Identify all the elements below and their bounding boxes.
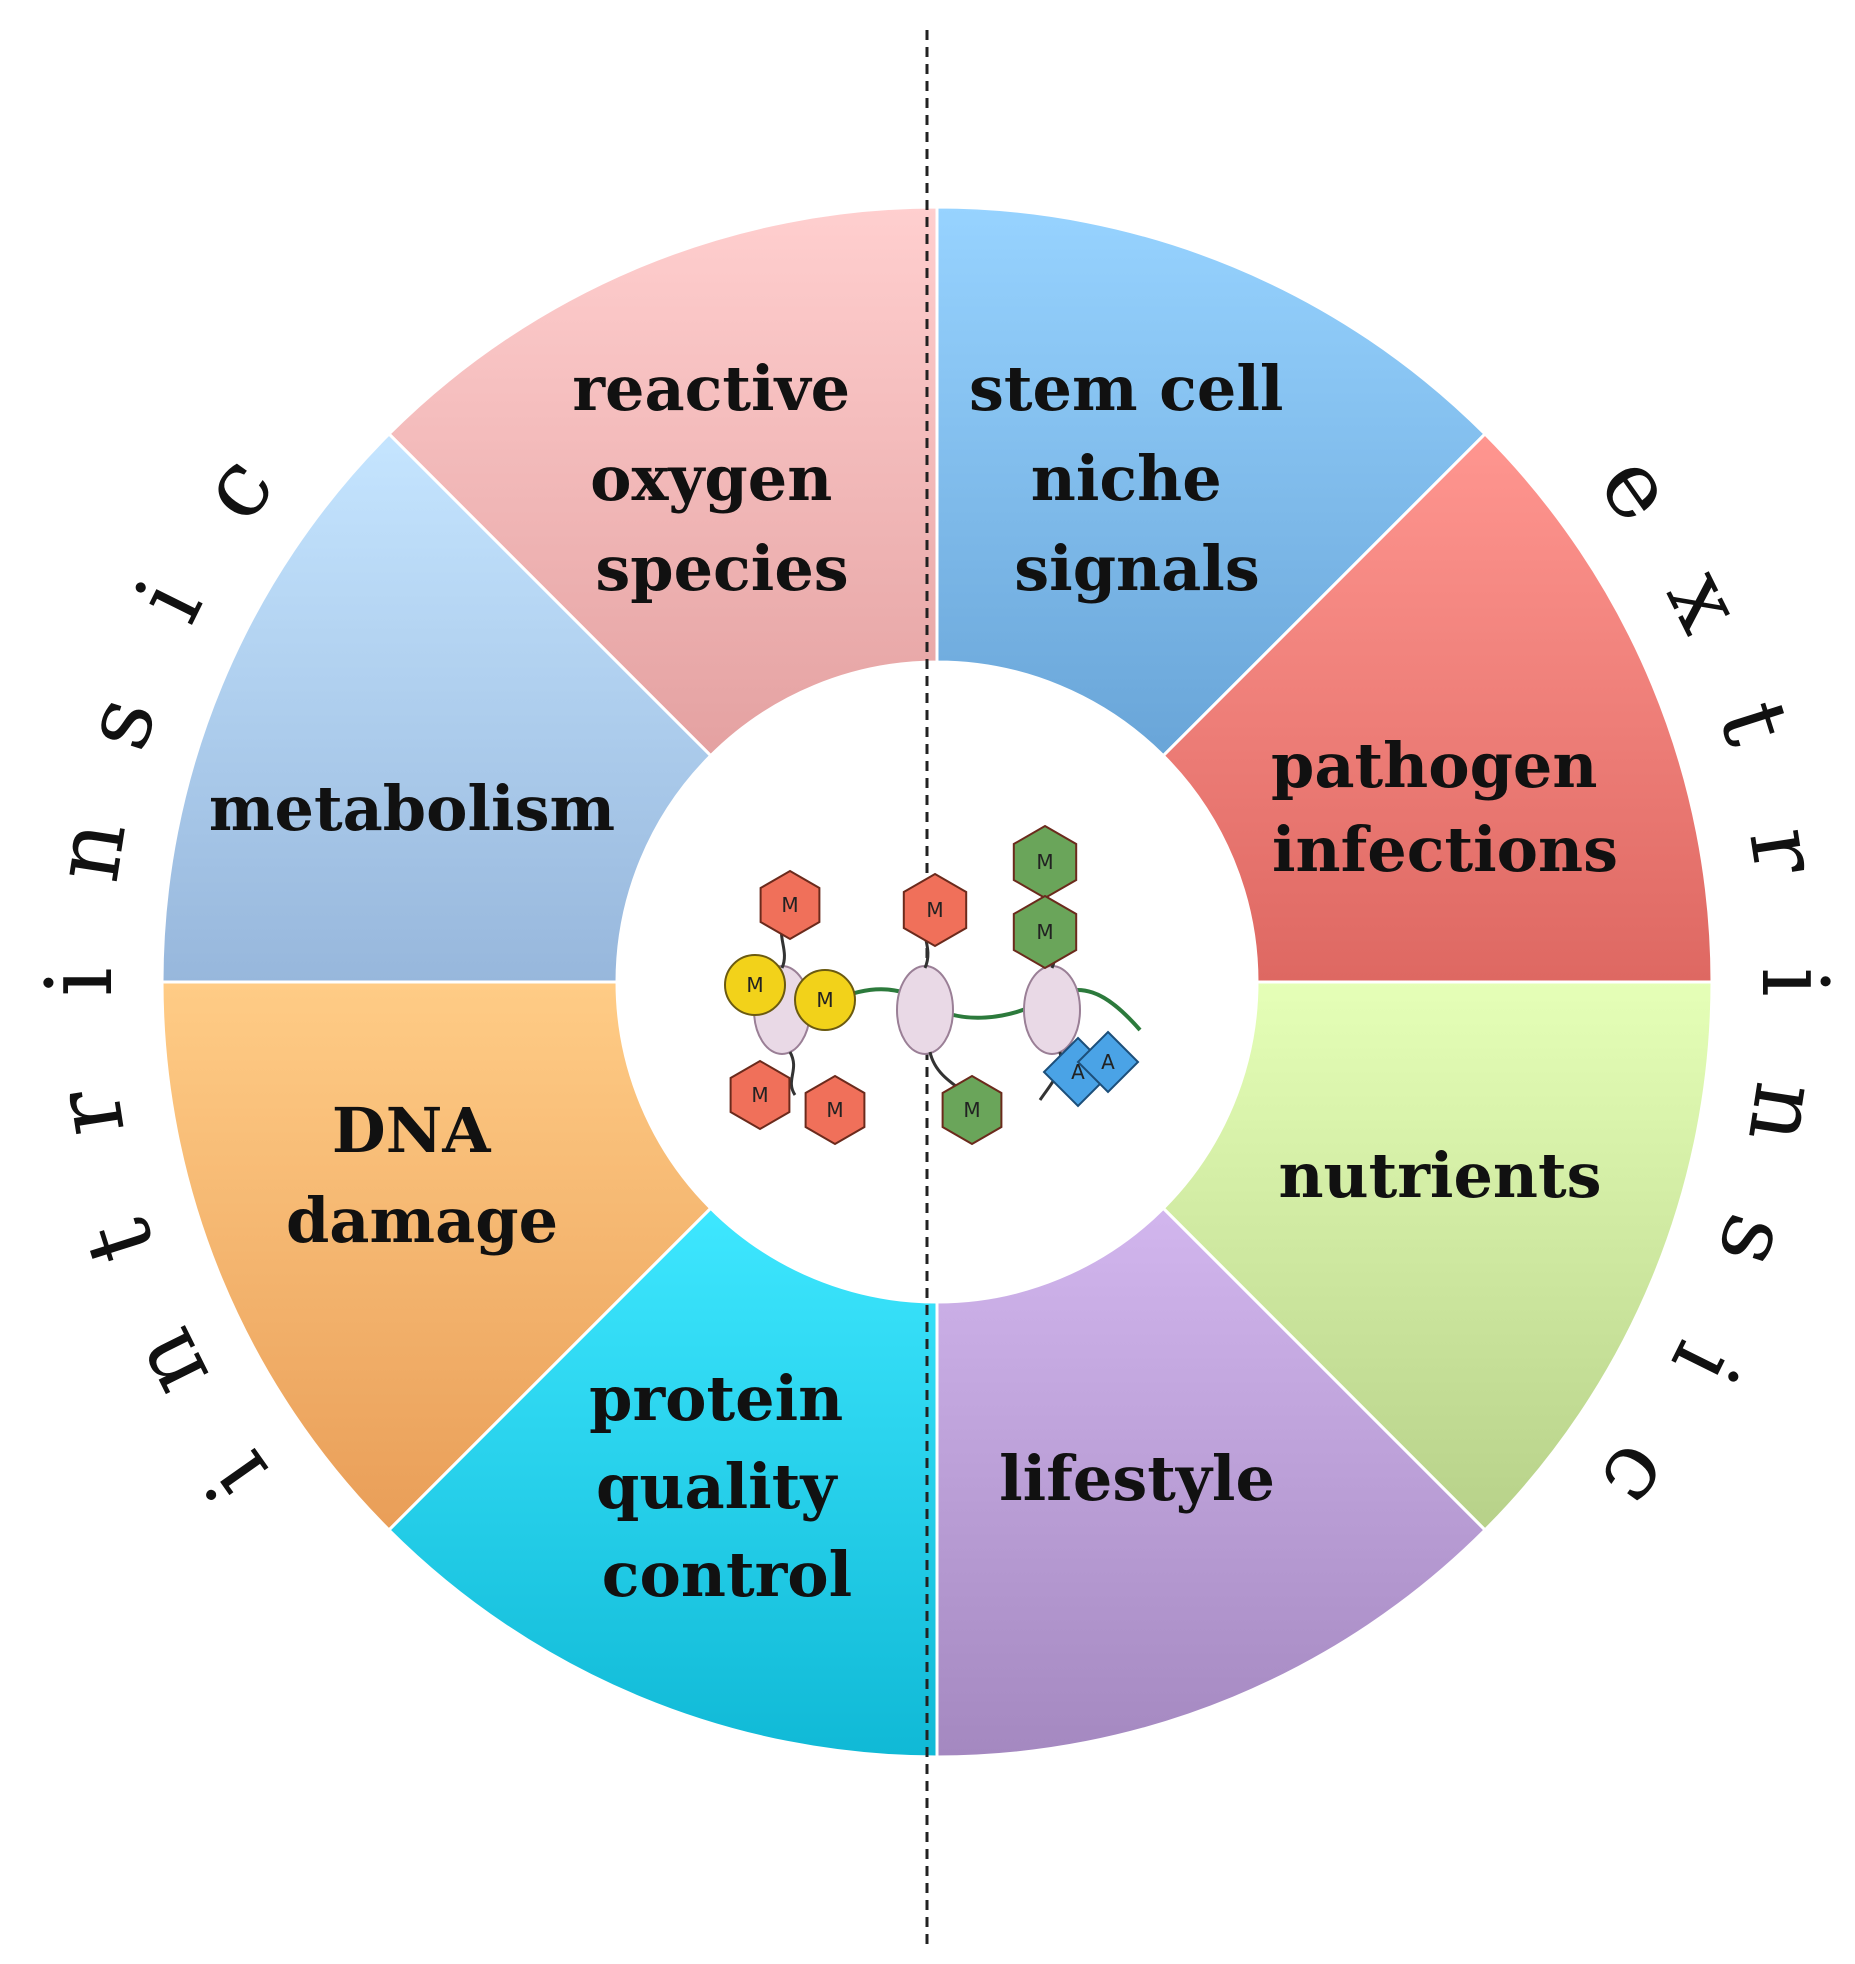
nucleosome xyxy=(1023,965,1081,1055)
segment-label-protein-quality-control: protein quality control xyxy=(589,1362,865,1611)
side-letter: n xyxy=(108,1313,230,1414)
side-letter: r xyxy=(1728,821,1840,881)
methyl-mark: M xyxy=(1012,894,1078,970)
segment-label-dna-damage: DNA damage xyxy=(286,1094,558,1257)
methyl-mark: M xyxy=(902,872,968,948)
side-letter: n xyxy=(1727,1076,1842,1151)
side-letter: r xyxy=(33,1083,145,1143)
mark-label: M xyxy=(751,1083,768,1107)
mark-label: M xyxy=(826,1098,843,1122)
mark-label: M xyxy=(926,898,943,922)
acetyl-mark: A xyxy=(1076,1030,1140,1094)
side-letter: c xyxy=(1579,1424,1696,1528)
methyl-mark: M xyxy=(724,954,786,1016)
side-letter: t xyxy=(63,1207,176,1275)
segment-label-stem-cell-niche-signals: stem cell niche signals xyxy=(969,352,1305,605)
mark-label: M xyxy=(1036,920,1053,944)
side-letter: n xyxy=(32,813,147,888)
side-letter: i xyxy=(1651,1326,1760,1400)
methyl-mark: M xyxy=(794,969,856,1031)
side-letter: c xyxy=(178,436,295,540)
segment-label-reactive-oxygen-species: reactive oxygen species xyxy=(572,352,871,605)
side-letter: i xyxy=(184,1434,288,1520)
segments-layer xyxy=(160,205,1714,1759)
histone-tail xyxy=(788,1051,797,1096)
side-letter: x xyxy=(1646,554,1765,648)
side-letter: e xyxy=(1578,435,1697,541)
methyl-mark: M xyxy=(759,869,821,941)
side-letter: s xyxy=(1696,1203,1812,1280)
segment-label-pathogen-infections: pathogen infections xyxy=(1271,729,1619,886)
segment-labels: reactive oxygen species metabolism DNA d… xyxy=(209,352,1619,1611)
side-letter: i xyxy=(114,564,223,638)
side-letter: t xyxy=(1698,689,1811,757)
mark-label: M xyxy=(781,893,798,917)
mark-label: M xyxy=(1036,850,1053,874)
methyl-mark: M xyxy=(729,1059,791,1131)
nucleosome xyxy=(896,965,954,1055)
segment-label-nutrients: nutrients xyxy=(1278,1139,1601,1212)
segment-label-lifestyle: lifestyle xyxy=(999,1442,1275,1515)
mark-label: A xyxy=(1101,1050,1115,1074)
methyl-mark: M xyxy=(804,1074,866,1146)
segment-label-metabolism: metabolism xyxy=(209,772,615,845)
side-letter: s xyxy=(61,684,177,761)
mark-label: M xyxy=(816,988,833,1012)
mark-label: M xyxy=(746,973,763,997)
side-letter: i xyxy=(1741,967,1848,996)
methyl-mark: M xyxy=(1012,824,1078,900)
side-letter: i xyxy=(26,967,133,996)
mark-label: M xyxy=(963,1098,980,1122)
methyl-mark: M xyxy=(941,1074,1003,1146)
